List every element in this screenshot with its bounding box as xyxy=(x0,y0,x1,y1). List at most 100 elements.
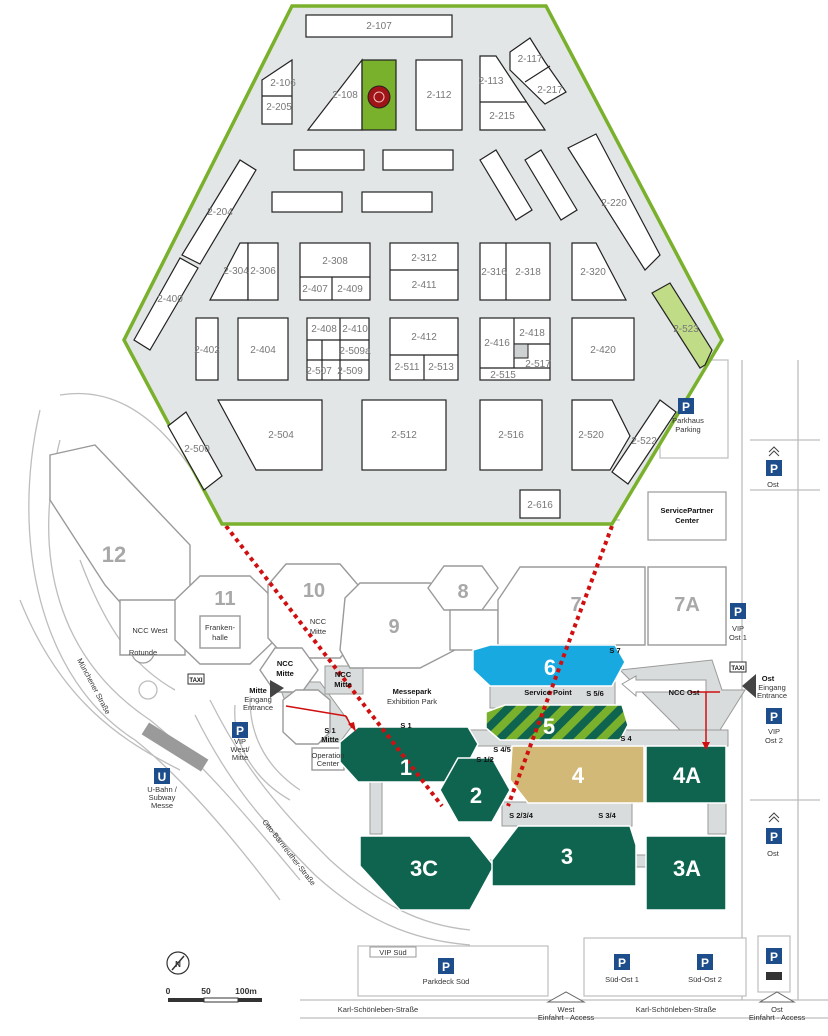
hall-2-shape xyxy=(439,757,511,823)
exhibitor-logo-icon xyxy=(367,85,391,109)
hall-12-label: 12 xyxy=(102,542,126,567)
booth-label: 2-312 xyxy=(411,253,437,264)
operation-center-label: Operation xyxy=(312,751,345,760)
booth-label: 2-204 xyxy=(207,207,233,218)
parking-icon: P xyxy=(678,398,694,414)
booth-label: 2-107 xyxy=(366,21,392,32)
s4-label: S 4 xyxy=(620,734,632,743)
booth-label: 2-520 xyxy=(578,430,604,441)
hall-6-label: 6 xyxy=(544,655,556,680)
ubahn-label: U-Bahn / xyxy=(147,785,178,794)
booth-label: 2-318 xyxy=(515,267,541,278)
mitte-entrance-label: Mitte xyxy=(249,686,267,695)
booth-2-320 xyxy=(571,242,627,301)
zoom-lines xyxy=(224,524,614,808)
booth-label: 2-320 xyxy=(580,267,606,278)
booth-2-312 xyxy=(389,242,459,301)
booth-label: 2-410 xyxy=(342,324,368,335)
booth-label: 2-308 xyxy=(322,256,348,267)
s1-label: S 1 xyxy=(400,721,411,730)
svg-text:P: P xyxy=(734,605,742,619)
hall-4-label: 4 xyxy=(572,763,585,788)
parking-icon: P xyxy=(232,722,248,738)
booth-label: 2-404 xyxy=(250,345,276,356)
svg-text:P: P xyxy=(770,950,778,964)
booth-label: 2-409 xyxy=(337,284,363,295)
svg-text:P: P xyxy=(701,956,709,970)
booth-label: 2-306 xyxy=(250,266,276,277)
booth-label: 2-402 xyxy=(194,345,220,356)
booth-2-107 xyxy=(305,14,453,38)
hall-7a-shape xyxy=(647,566,727,646)
karl-street-label: Karl-Schönleben-Straße xyxy=(636,1005,716,1014)
booth-2-402 xyxy=(195,317,219,381)
booth-label: 2-420 xyxy=(590,345,616,356)
hall-3c-label: 3C xyxy=(410,856,438,881)
hall-2-zoom: 2-107 2-106 2-205 2-108 2-112 2-113 2-21… xyxy=(122,4,725,526)
booth-label: 2-408 xyxy=(311,324,337,335)
taxi-icon: TAXI xyxy=(729,661,747,673)
booth-label: 2-509a xyxy=(339,346,371,357)
booth-2-520 xyxy=(571,399,631,471)
booth-label: 2-500 xyxy=(184,444,210,455)
hall-6-shape xyxy=(472,644,626,687)
s1-label: S 1 xyxy=(324,726,335,735)
parking-icon: P xyxy=(438,958,454,974)
ubahn-label: Subway xyxy=(149,793,176,802)
mitte-entrance-label: Entrance xyxy=(243,703,273,712)
vip-ost1-label: Ost 1 xyxy=(729,633,747,642)
hall-4-shape xyxy=(509,745,645,804)
booth-2-316 xyxy=(479,242,551,301)
booth-label: 2-616 xyxy=(527,500,553,511)
ubahn-label: Messe xyxy=(151,801,173,810)
rotunde-label: Rotunde xyxy=(129,648,157,657)
hall-3-label: 3 xyxy=(561,844,573,869)
booth-2-112 xyxy=(415,59,463,131)
vip-ost1-label: VIP xyxy=(732,624,744,633)
booth-label: 2-513 xyxy=(428,362,454,373)
booth-2-616 xyxy=(519,489,561,519)
booth-label: 2-512 xyxy=(391,430,417,441)
booth-label: 2-418 xyxy=(519,328,545,339)
booth-label: 2-217 xyxy=(537,85,563,96)
s1-label: Mitte xyxy=(321,735,339,744)
ncc-mitte-label: NCC xyxy=(277,659,294,668)
hall-4a-shape xyxy=(645,745,727,804)
messepark-label: Exhibition Park xyxy=(387,697,437,706)
compass-icon: N xyxy=(166,951,190,975)
s234-label: S 2/3/4 xyxy=(509,811,534,820)
hall-10-label: 10 xyxy=(303,580,325,602)
messepark-label: Messepark xyxy=(393,687,433,696)
booth-2-306 xyxy=(247,242,279,301)
booth-label: 2-516 xyxy=(498,430,524,441)
chevron-up-icon xyxy=(768,812,780,823)
hall-3c-shape xyxy=(359,835,495,911)
booth-label: 2-504 xyxy=(268,430,294,441)
servicepartner-label: Center xyxy=(675,516,699,525)
west-access-label: West xyxy=(558,1005,576,1014)
ncc-mitte-label: Mitte xyxy=(276,669,294,678)
west-access-label: Einfahrt · Access xyxy=(538,1013,595,1022)
hall-complex xyxy=(49,444,756,911)
hall-labels: 12 11 10 8 9 7 7A 6 5 4 4A 1 2 3C 3 3A xyxy=(102,542,701,881)
hall-8-shape xyxy=(427,565,499,611)
s12-label: S 1/2 xyxy=(476,755,494,764)
otto-street-label: Otto-Bärnreuther-Straße xyxy=(260,818,317,888)
vip-ost2-label: VIP xyxy=(768,727,780,736)
mitte-entrance-label: Eingang xyxy=(244,695,272,704)
frankenhalle-label: halle xyxy=(212,633,228,642)
parkdeck-label: Parkdeck Süd xyxy=(423,977,470,986)
booth-label: 2-316 xyxy=(481,267,507,278)
roads xyxy=(19,359,828,1019)
booth-label: 2-205 xyxy=(266,102,292,113)
karl-street-label: Karl-Schönleben-Straße xyxy=(338,1005,418,1014)
svg-text:N: N xyxy=(175,960,181,969)
booth-label: 2-523 xyxy=(673,324,699,335)
hall-5-label: 5 xyxy=(543,714,555,739)
svg-text:U: U xyxy=(158,770,167,784)
hall-9-label: 9 xyxy=(388,616,399,638)
parking-icon: P xyxy=(614,954,630,970)
scale-bar: 0 50 100m xyxy=(166,986,262,1003)
booth-2-308 xyxy=(299,242,371,301)
svg-text:P: P xyxy=(236,724,244,738)
